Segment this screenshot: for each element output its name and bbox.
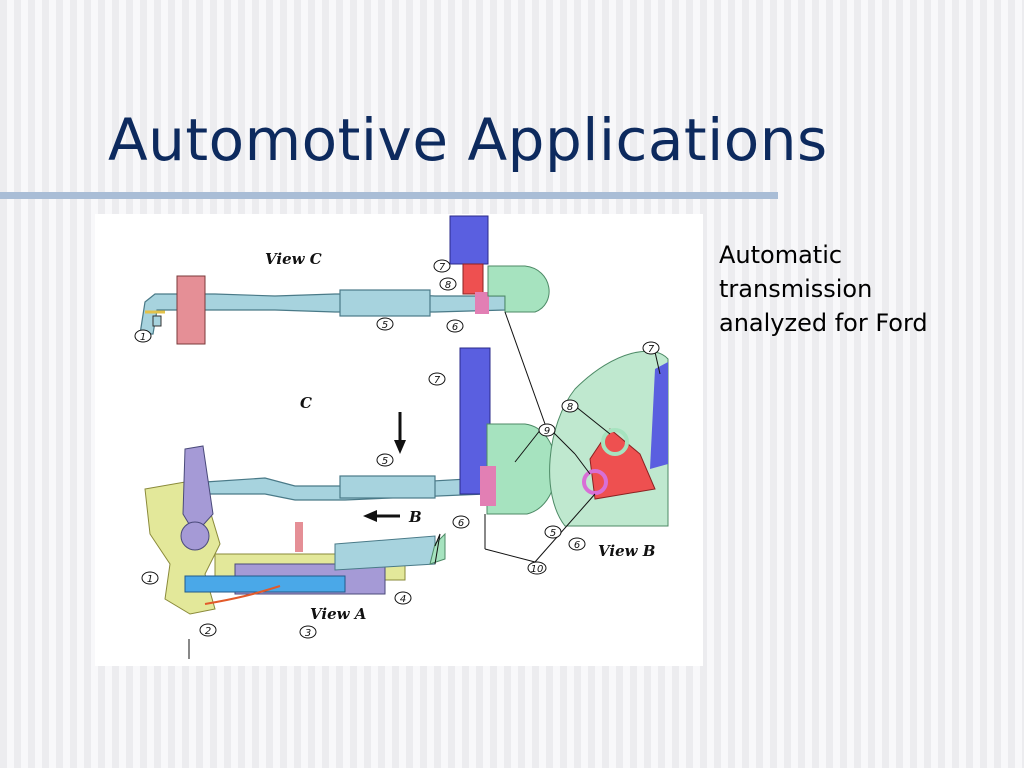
callout-6-mid-text: 6 — [458, 518, 464, 529]
callout-7-right-text: 7 — [648, 344, 655, 355]
title-underline — [0, 192, 778, 199]
view-c-label: View C — [265, 250, 322, 268]
callout-10-text: 10 — [531, 564, 544, 575]
callout-8-right-text: 8 — [567, 402, 573, 413]
callout-6-top-text: 6 — [452, 322, 458, 333]
callout-5-top — [376, 317, 394, 331]
callout-3-text: 3 — [305, 628, 311, 639]
transmission-diagram: View C View B View A C B 1 — [95, 214, 703, 666]
caption: Automatic transmission analyzed for Ford — [719, 238, 999, 340]
callout-5-mid-text: 5 — [382, 456, 388, 467]
caption-line-3: analyzed for Ford — [719, 309, 928, 337]
callout-5-mid — [376, 453, 394, 467]
diagram-svg: View C View B View A C B 1 — [134, 215, 669, 659]
callout-1-top — [134, 329, 152, 343]
callout-8-right — [561, 399, 579, 413]
callout-6-right — [568, 537, 586, 551]
callout-1-bottom — [141, 571, 159, 585]
view-a-label: View A — [310, 605, 366, 623]
callout-5-right — [544, 525, 562, 539]
callout-4-text: 4 — [400, 594, 406, 605]
callout-6-top — [446, 319, 464, 333]
callout-7-top — [433, 259, 451, 273]
callout-2 — [199, 623, 217, 637]
callout-7-top-text: 7 — [439, 262, 446, 273]
callout-1-top-text: 1 — [140, 332, 146, 343]
view-b-label: View B — [598, 542, 655, 560]
caption-line-1: Automatic — [719, 241, 843, 269]
caption-line-2: transmission — [719, 275, 873, 303]
callout-7-right — [642, 341, 660, 355]
arrow-b-label: B — [408, 508, 422, 526]
callout-7-mid — [428, 372, 446, 386]
view-b-assembly — [204, 347, 669, 527]
callout-4 — [394, 591, 412, 605]
leader-lines — [434, 311, 661, 565]
callout-3 — [299, 625, 317, 639]
callout-8-top — [439, 277, 457, 291]
callout-6-mid — [452, 515, 470, 529]
callout-5-right-text: 5 — [550, 528, 556, 539]
callout-9 — [538, 423, 556, 437]
callout-8-top-text: 8 — [445, 280, 451, 291]
slide-title: Automotive Applications — [108, 106, 828, 174]
view-a-assembly — [144, 445, 446, 659]
callout-7-mid-text: 7 — [434, 375, 441, 386]
callout-10 — [527, 561, 547, 575]
callout-1-bottom-text: 1 — [147, 574, 153, 585]
view-c-assembly — [139, 215, 550, 345]
callout-2-text: 2 — [205, 626, 211, 637]
callout-9-text: 9 — [544, 426, 550, 437]
arrow-c-label: C — [300, 394, 312, 412]
callout-6-right-text: 6 — [574, 540, 580, 551]
callout-5-top-text: 5 — [382, 320, 388, 331]
